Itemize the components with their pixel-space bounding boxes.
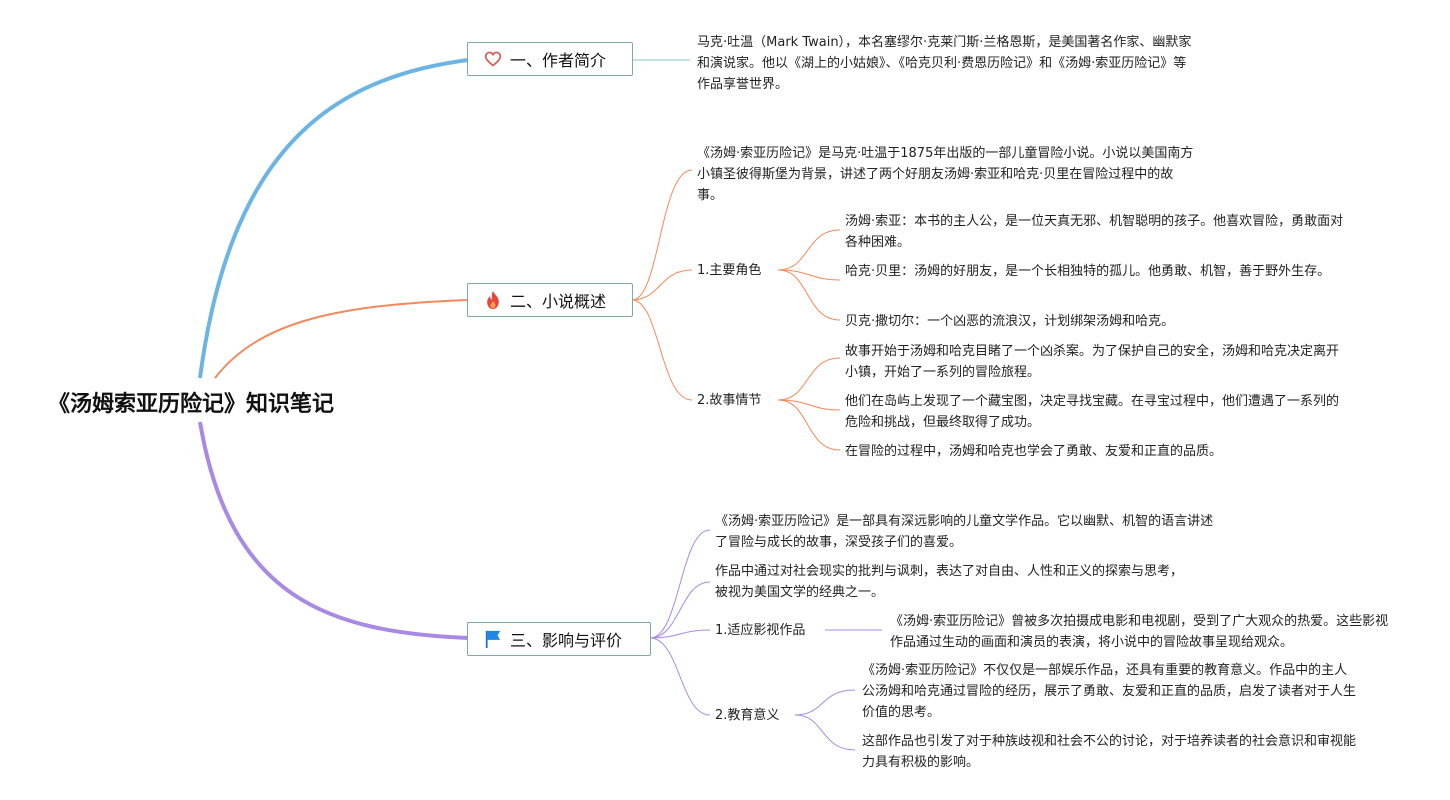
topic-author-intro[interactable]: 一、作者简介: [467, 42, 633, 76]
root-title: 《汤姆索亚历险记》知识笔记: [48, 392, 335, 417]
character-villain: 贝克·撒切尔：一个凶恶的流浪汉，计划绑架汤姆和哈克。: [845, 314, 1175, 329]
topic-label: 一、作者简介: [510, 51, 607, 70]
evaluation-text: 作品中通过对社会现实的批判与讽刺，表达了对自由、人性和正义的探索与思考，被视为美…: [715, 564, 1184, 600]
plot-item: 他们在岛屿上发现了一个藏宝图，决定寻找宝藏。在寻宝过程中，他们遭遇了一系列的危险…: [845, 394, 1340, 430]
flag-icon: [482, 628, 504, 650]
topic-impact-evaluation[interactable]: 三、影响与评价: [467, 622, 651, 656]
subtopic-plot[interactable]: 2.故事情节: [697, 393, 762, 408]
subtopic-educational-value[interactable]: 2.教育意义: [715, 708, 780, 723]
branch-line-summary: [214, 299, 469, 379]
plot-item: 在冒险的过程中，汤姆和哈克也学会了勇敢、友爱和正直的品质。: [845, 444, 1223, 459]
topic-label: 三、影响与评价: [510, 631, 623, 650]
plot-item: 故事开始于汤姆和哈克目睹了一个凶杀案。为了保护自己的安全，汤姆和哈克决定离开小镇…: [845, 344, 1340, 380]
education-text: 《汤姆·索亚历险记》不仅仅是一部娱乐作品，还具有重要的教育意义。作品中的主人公汤…: [862, 663, 1357, 720]
subtopic-adaptations[interactable]: 1.适应影视作品: [715, 623, 806, 638]
subtopic-main-characters[interactable]: 1.主要角色: [697, 263, 762, 278]
topic-label: 二、小说概述: [510, 292, 607, 311]
author-description: 马克·吐温（Mark Twain），本名塞缪尔·克莱门斯·兰格恩斯，是美国著名作…: [697, 35, 1192, 92]
branch-line-author: [198, 58, 469, 379]
education-text: 这部作品也引发了对于种族歧视和社会不公的讨论，对于培养读者的社会意识和审视能力具…: [862, 734, 1357, 770]
evaluation-text: 《汤姆·索亚历险记》是一部具有深远影响的儿童文学作品。它以幽默、机智的语言讲述了…: [715, 514, 1214, 550]
character-tom: 汤姆·索亚：本书的主人公，是一位天真无邪、机智聪明的孩子。他喜欢冒险，勇敢面对各…: [845, 214, 1344, 250]
fire-icon: [482, 289, 504, 311]
adaptation-text: 《汤姆·索亚历险记》曾被多次拍摄成电影和电视剧，受到了广大观众的热爱。这些影视作…: [890, 614, 1389, 650]
summary-intro: 《汤姆·索亚历险记》是马克·吐温于1875年出版的一部儿童冒险小说。小说以美国南…: [697, 146, 1194, 203]
character-huck: 哈克·贝里：汤姆的好朋友，是一个长相独特的孤儿。他勇敢、机智，善于野外生存。: [845, 264, 1331, 279]
topic-novel-summary[interactable]: 二、小说概述: [467, 283, 633, 317]
branch-line-evaluation: [198, 421, 469, 640]
heart-icon: [482, 48, 504, 70]
